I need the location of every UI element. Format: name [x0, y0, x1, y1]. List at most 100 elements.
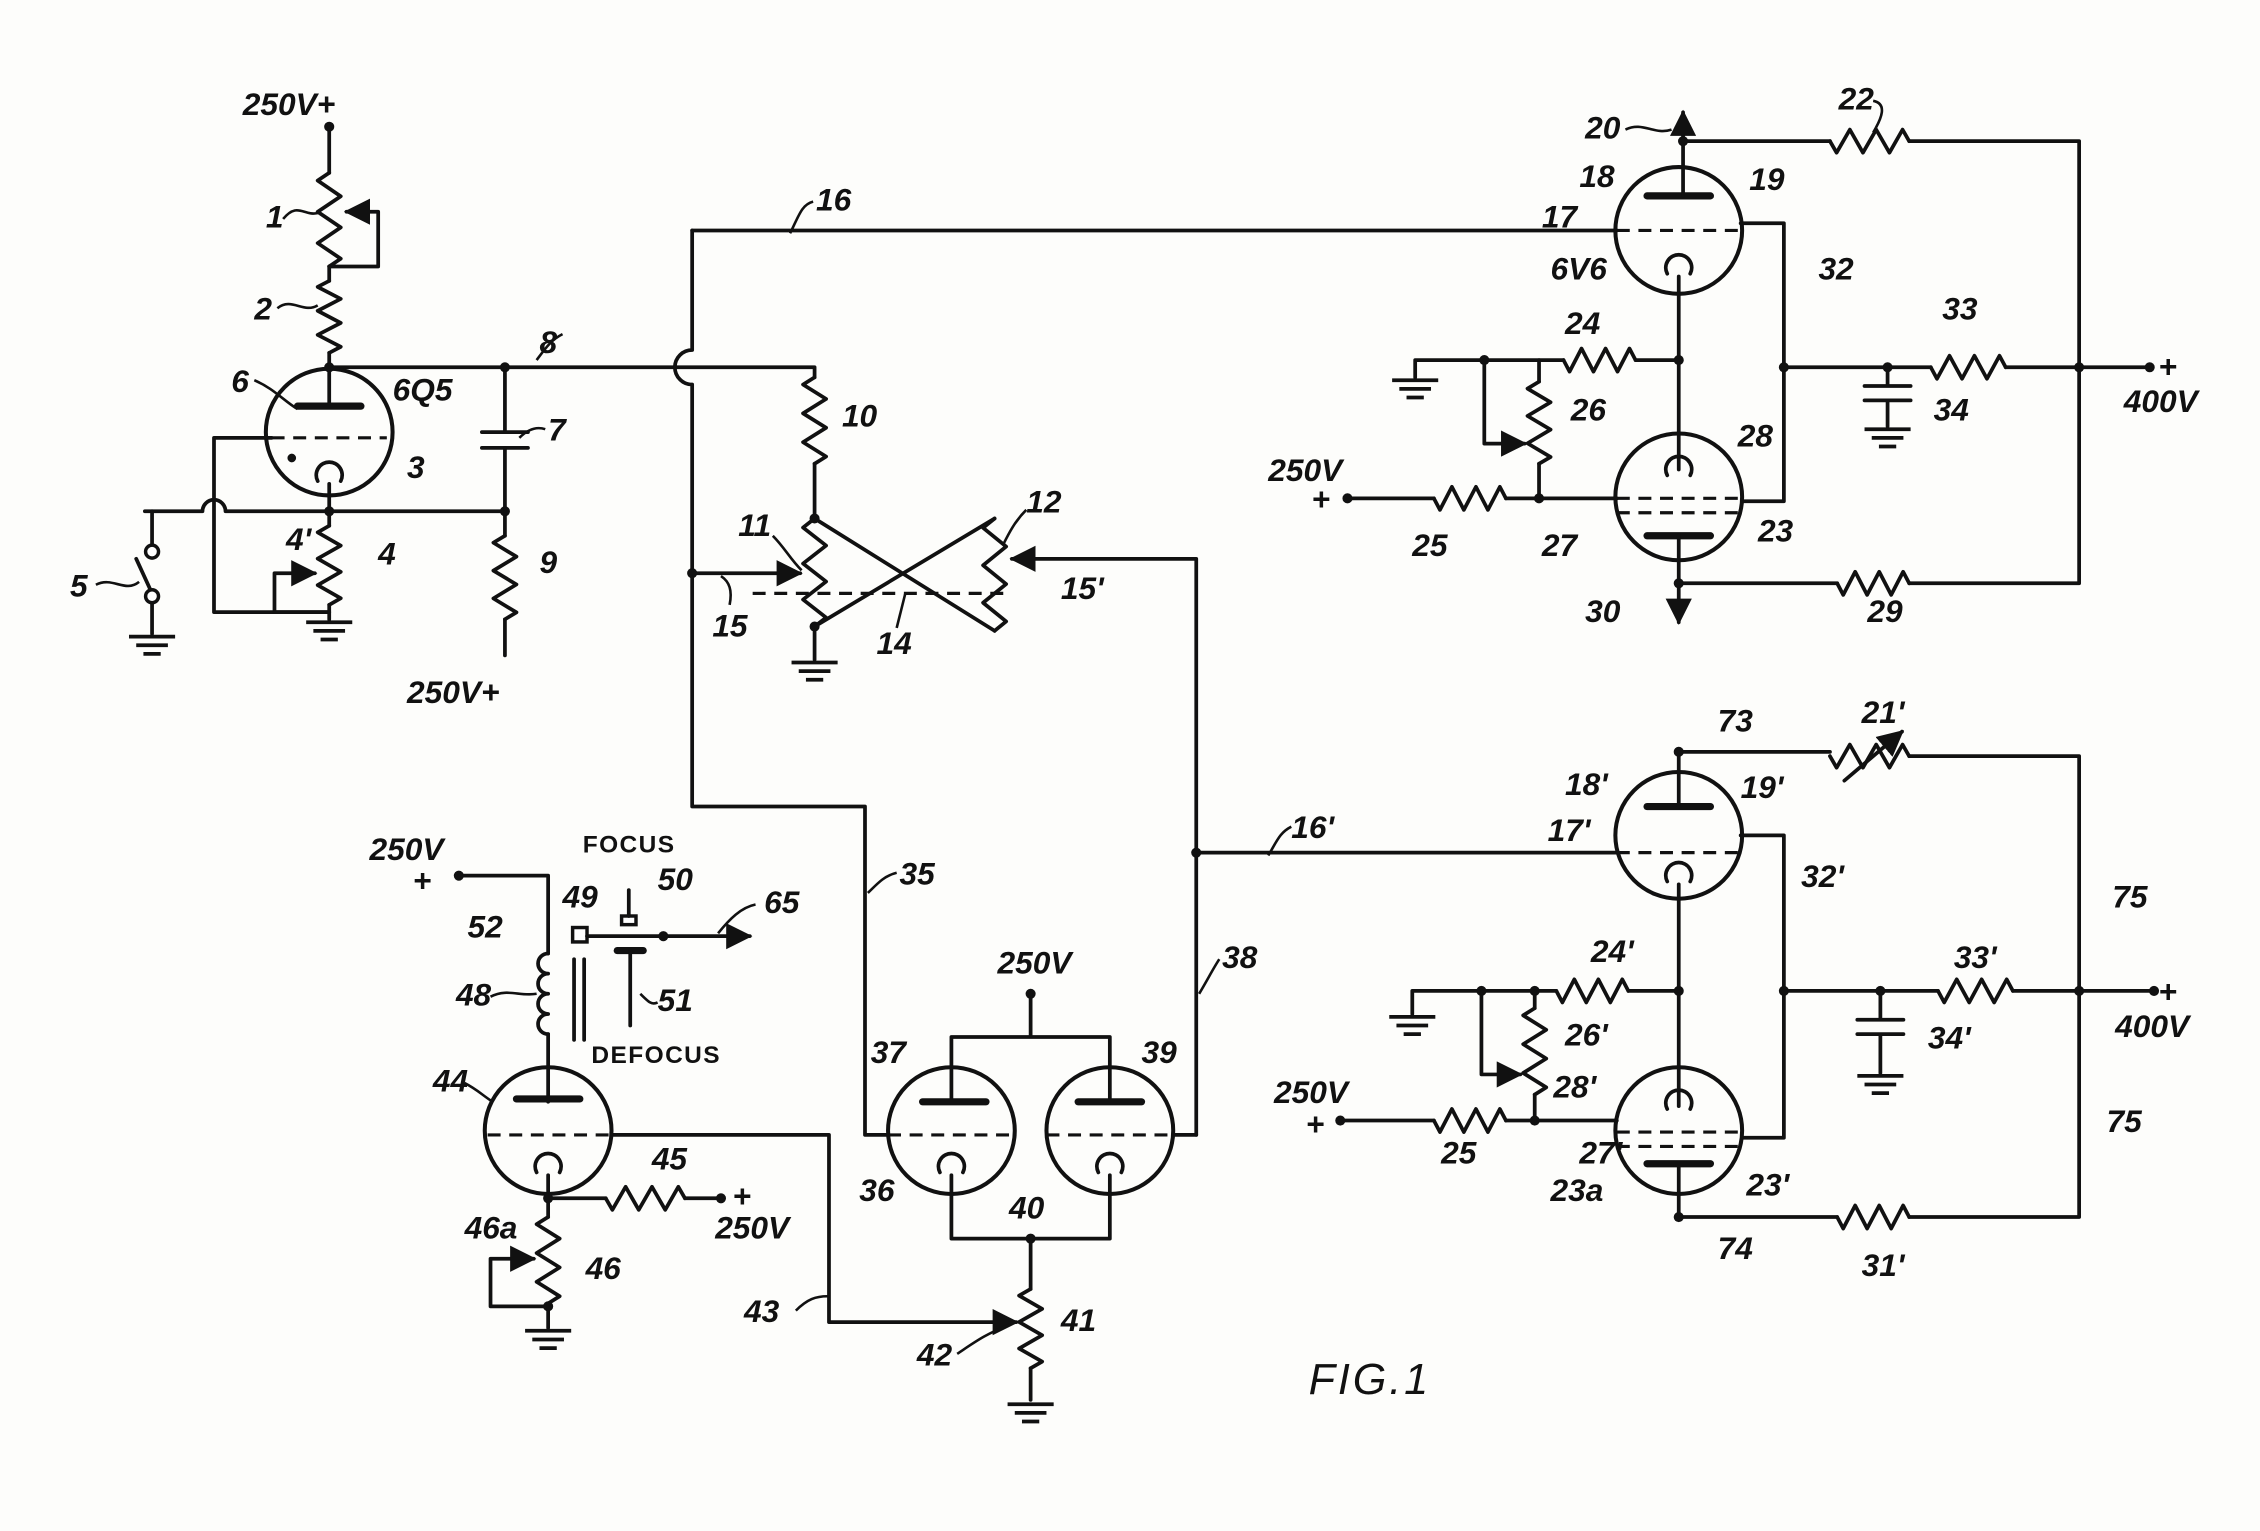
tube-cathode: [1663, 252, 1694, 276]
junction-dot: [1673, 1211, 1684, 1223]
junction-dot: [658, 931, 669, 942]
leader-line: [1198, 958, 1221, 995]
resistor-33-prime: [1936, 977, 2015, 1005]
ground-symbol: [1855, 1074, 1906, 1096]
supply-terminal: [1335, 1115, 1346, 1126]
cathode-bus: [142, 497, 507, 514]
ref-label: 10: [842, 397, 878, 433]
ref-label: 4: [377, 536, 396, 572]
leader-line: [253, 379, 299, 411]
ref-label: 46a: [464, 1210, 518, 1246]
switch-5: [127, 509, 177, 656]
resistor-24-prime: [1554, 977, 1631, 1005]
ref-label: 15': [1061, 570, 1105, 606]
leader-line: [717, 903, 756, 935]
ref-label: 37: [871, 1034, 908, 1070]
relay-coil-48: [536, 951, 551, 1036]
ref-label: 44: [432, 1063, 469, 1099]
ref-label: 32: [1818, 250, 1854, 286]
focus-label: FOCUS: [583, 832, 676, 859]
tube-type-label: 6Q5: [393, 371, 453, 407]
potentiometer-41: [1017, 1287, 1045, 1371]
resistor-24: [1561, 346, 1638, 374]
ref-label: 34: [1934, 392, 1970, 428]
ref-label: 18: [1579, 158, 1615, 194]
ref-label: 36: [859, 1172, 895, 1208]
lower-output-stage: 73 21' 18' 19' 17' 32' 75 24' 33' + 400V…: [1273, 694, 2192, 1283]
wire-16-and-35: [673, 228, 890, 1137]
leader-line: [639, 992, 659, 1005]
ground-symbol: [1862, 427, 1913, 449]
supply-terminal: [715, 1193, 727, 1204]
resistor-1-bypass-arrow: [327, 198, 381, 269]
ref-label: 29: [1866, 593, 1903, 629]
resistor-21-prime-arrow: [1842, 729, 1904, 783]
junction-dot: [2074, 362, 2085, 373]
ref-label: 23': [1745, 1166, 1790, 1202]
leader-line: [895, 593, 907, 629]
supply-label: 250V: [714, 1210, 792, 1246]
screen-wire-32: [1738, 221, 1786, 504]
ground-symbol: [523, 1328, 574, 1350]
tube-cathode: [533, 1151, 563, 1175]
leader-line: [95, 580, 140, 588]
plus-sign: +: [2158, 973, 2177, 1009]
ref-label: 30: [1585, 593, 1621, 629]
capacitor-34-prime: [1855, 989, 1906, 1075]
plus-sign: +: [1306, 1106, 1324, 1142]
ref-label: 26': [1564, 1017, 1609, 1053]
leader-line: [518, 426, 546, 439]
ref-label: 16': [1291, 809, 1335, 845]
ref-label: 42: [916, 1336, 953, 1372]
screen-wire-32-prime: [1738, 833, 1786, 1140]
tube-cathode: [1663, 860, 1694, 884]
junction-dot: [1673, 746, 1684, 757]
ref-label: 28': [1552, 1068, 1597, 1104]
ref-label: 11: [738, 507, 771, 543]
ref-label: 25: [1440, 1135, 1477, 1171]
leader-line: [794, 1294, 828, 1312]
tube-cathode: [1663, 1088, 1694, 1111]
leader-line: [788, 200, 814, 234]
figure-label: FIG.1: [1309, 1356, 1431, 1404]
tube-type-label: 6V6: [1551, 250, 1608, 286]
ref-label: 17: [1542, 199, 1579, 235]
ref-label: 34': [1928, 1020, 1972, 1056]
ref-label: 5: [70, 567, 88, 603]
ref-label: 20: [1584, 109, 1621, 145]
potentiometer-26-arrow: [1482, 358, 1528, 457]
ref-label: 46: [585, 1250, 622, 1286]
wire-15-prime: [1009, 545, 1199, 1137]
leader-line: [1267, 825, 1292, 857]
resistor-25: [1432, 484, 1508, 512]
ref-label: 2: [253, 291, 272, 327]
plus-sign: +: [732, 1178, 750, 1214]
supply-label: 400V: [2114, 1008, 2192, 1044]
wire-43: [611, 1133, 1019, 1336]
supply-label: 250V: [996, 945, 1074, 981]
resistor-10: [801, 375, 828, 466]
resistor-45: [603, 1184, 687, 1212]
supply-label: 400V: [2123, 383, 2201, 419]
leader-line: [771, 534, 803, 572]
wire: [1413, 358, 1566, 380]
resistor-29: [1835, 569, 1912, 597]
ref-label: 48: [455, 976, 492, 1012]
leader-line: [866, 871, 898, 894]
leader-line: [1872, 99, 1884, 134]
ref-label: 9: [539, 544, 557, 580]
junction-dot: [1778, 362, 1789, 373]
ground-symbol: [789, 660, 840, 682]
relay-armature-49: [570, 925, 589, 944]
switch-blade: [134, 556, 154, 596]
variable-resistor-46: [534, 1215, 562, 1306]
leader-line: [1002, 508, 1028, 545]
ref-label: 18': [1565, 766, 1609, 802]
ref-label: 65: [764, 884, 800, 920]
ref-label: 52: [467, 909, 503, 945]
capacitor-34: [1862, 365, 1913, 429]
supply-terminal: [2148, 985, 2160, 996]
ref-label: 4': [285, 521, 313, 557]
plus-sign: +: [1311, 481, 1330, 517]
ref-label: 6: [231, 363, 249, 399]
